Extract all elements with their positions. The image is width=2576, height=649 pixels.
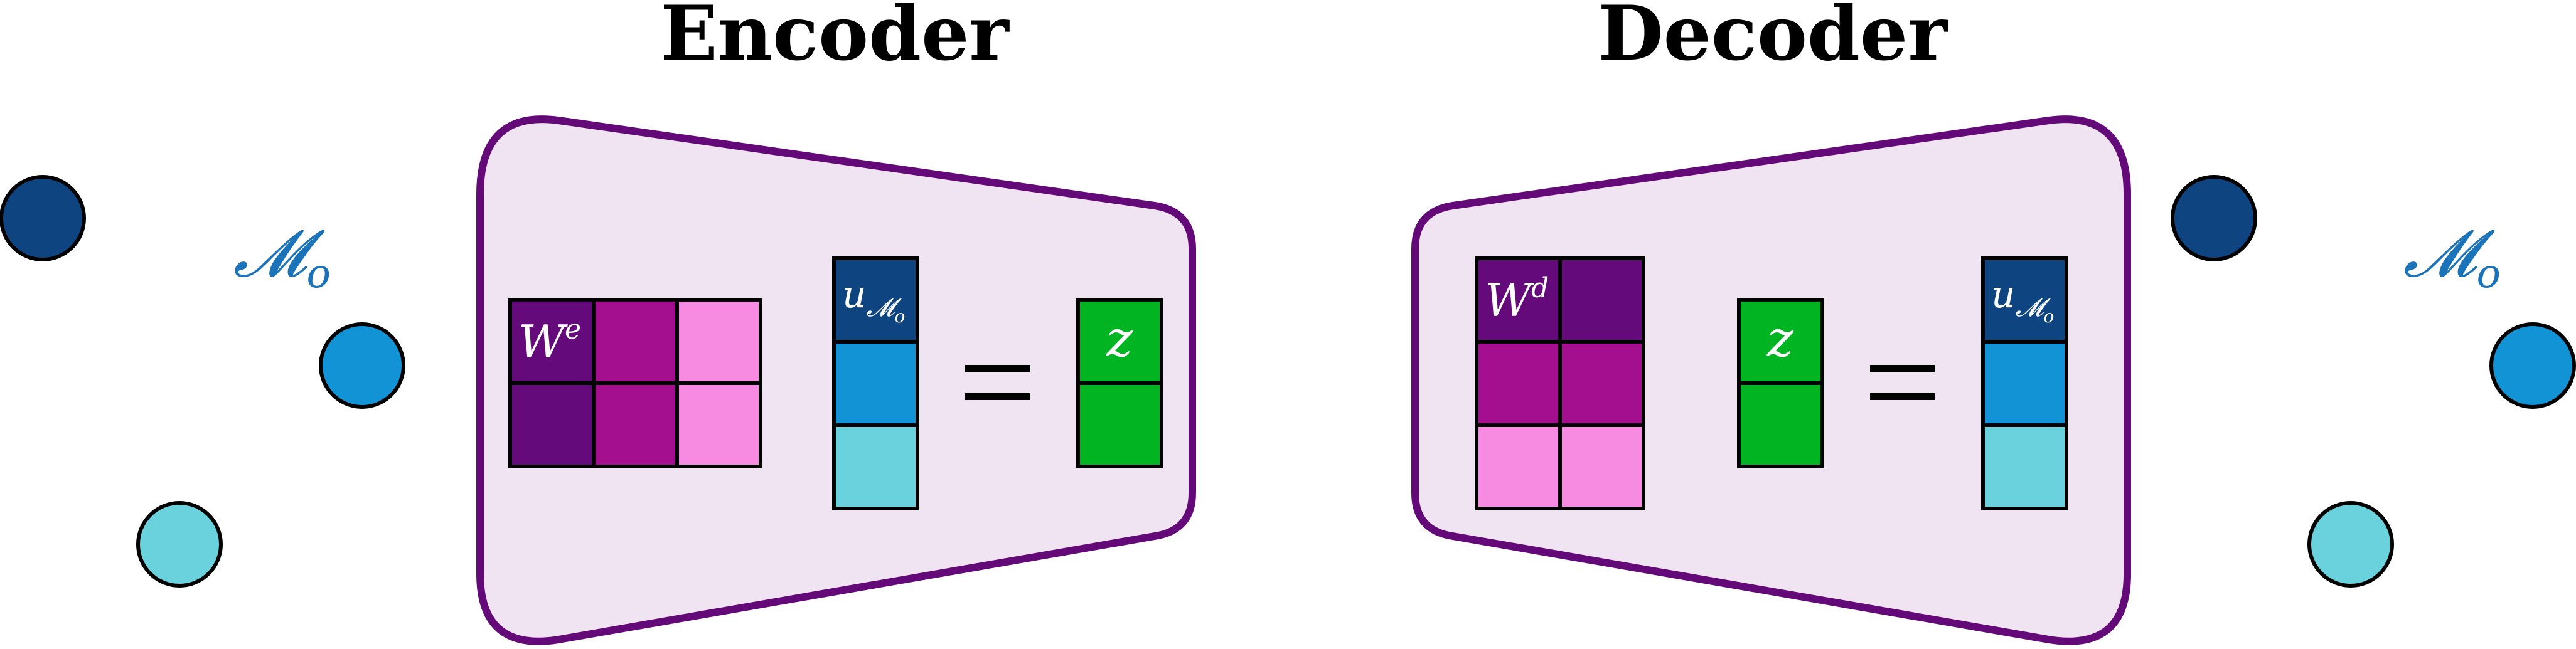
decoder-weight-cell xyxy=(1558,256,1645,344)
decoder-weight-cell xyxy=(1558,423,1645,510)
decoder-weight-cell xyxy=(1558,340,1645,427)
encoder-output-cell xyxy=(1076,381,1163,468)
encoder-output-cell xyxy=(1076,298,1163,385)
encoder-vector-cell xyxy=(832,423,919,510)
decoder-title: Decoder xyxy=(1598,0,1949,78)
encoder-weight-matrix: We xyxy=(508,298,762,468)
encoder-vector-cell xyxy=(832,256,919,344)
output-dot-mid-blue xyxy=(2489,322,2576,409)
encoder-weight-label: We xyxy=(518,314,581,368)
decoder-vector-cell xyxy=(1981,256,2068,344)
decoder-input-cell xyxy=(1737,298,1824,385)
encoder-weight-cell xyxy=(592,381,679,468)
decoder-input-cell xyxy=(1737,381,1824,468)
decoder-vector-cell xyxy=(1981,340,2068,427)
decoder-weight-label: Wd xyxy=(1485,272,1549,327)
decoder-weight-cell xyxy=(1475,256,1562,344)
input-dot-mid-blue xyxy=(319,322,405,409)
encoder-weight-cell xyxy=(675,381,762,468)
encoder-weight-cell xyxy=(675,298,762,385)
decoder-weight-cell xyxy=(1475,423,1562,510)
decoder-vector-cell xyxy=(1981,423,2068,510)
encoder-title: Encoder xyxy=(660,0,1010,78)
encoder-vector-label: u𝓜o xyxy=(842,273,905,327)
encoder-output-vector: z xyxy=(1076,298,1163,468)
encoder-weight-cell xyxy=(592,298,679,385)
manifold-label-left: 𝓜o xyxy=(233,215,331,297)
encoder-equals-sign xyxy=(965,365,1030,400)
manifold-label-right: 𝓜o xyxy=(2403,215,2501,297)
encoder-weight-cell xyxy=(508,381,596,468)
decoder-input-vector: z xyxy=(1737,298,1824,468)
decoder-output-vector: u𝓜o xyxy=(1981,256,2068,510)
output-dot-dark-blue xyxy=(2171,175,2257,261)
decoder-weight-matrix: Wd xyxy=(1475,256,1645,510)
encoder-output-label: z xyxy=(1106,310,1133,368)
decoder-input-label: z xyxy=(1766,310,1794,368)
input-dot-dark-blue xyxy=(0,175,86,261)
output-dot-light-cyan xyxy=(2307,501,2394,588)
encoder-input-vector: u𝓜o xyxy=(832,256,919,510)
decoder-equals-sign xyxy=(1870,365,1935,400)
encoder-vector-cell xyxy=(832,340,919,427)
decoder-weight-cell xyxy=(1475,340,1562,427)
input-dot-light-cyan xyxy=(136,501,223,588)
